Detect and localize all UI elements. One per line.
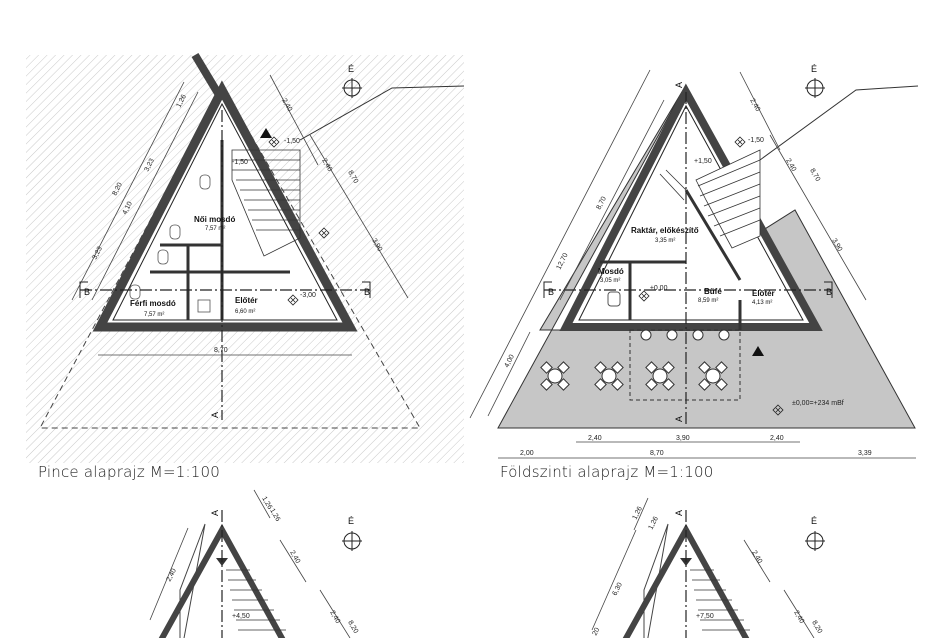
ground-dim-9: 3,90 (676, 435, 690, 442)
ground-room-storage-area: 3,35 m² (655, 238, 675, 244)
upper2-dim-4: 2,40 (750, 550, 763, 565)
ground-dim-2: 8,70 (596, 195, 608, 210)
ground-dim-6: 8,70 (808, 168, 821, 183)
ground-room-lobby-name: Előtér (752, 289, 775, 298)
ground-section-b-label-left: B (548, 287, 554, 297)
upper1-level-1: +4,50 (232, 613, 250, 620)
ground-partitions (600, 189, 742, 330)
ground-north-label: É (811, 64, 817, 74)
ground-terrace-furniture (540, 329, 741, 401)
ground-room-buffet-name: Büfé (704, 287, 722, 296)
ground-level-4: ±0,00=+234 mBf (792, 400, 844, 407)
basement-section-b-mark-left (79, 281, 88, 298)
basement-north-label: É (348, 64, 354, 74)
ground-stair (659, 149, 761, 249)
ground-level-marker-3 (734, 136, 746, 148)
upper2-dimension-lines (591, 497, 815, 638)
basement-stair (231, 149, 301, 257)
ground-section-b-mark-right (824, 281, 833, 298)
upper2-dim-1: 1,26 (632, 505, 644, 520)
upper1-section-a-label: A (210, 510, 220, 516)
upper1-dim-5: 2,40 (328, 610, 341, 625)
basement-level-1: -1,50 (284, 138, 300, 145)
basement-room-ladies-name: Női mosdó (194, 215, 235, 224)
basement-dim-10: 8,70 (214, 347, 228, 354)
basement-section-b-label-left: B (84, 287, 90, 297)
upper1-outer-wall (158, 523, 286, 638)
upper1-dim-6: 8,20 (346, 620, 359, 635)
upper2-dim-2: 1,26 (648, 515, 660, 530)
ground-room-lobby-area: 4,13 m² (752, 300, 772, 306)
ground-dim-8: 2,40 (588, 435, 602, 442)
ground-dim-1: 12,70 (556, 252, 570, 271)
basement-level-3: -3,00 (300, 292, 316, 299)
basement-room-ladies-area: 7,57 m² (205, 226, 225, 232)
upper2-level-1: +7,50 (696, 613, 714, 620)
basement-retaining-wall (191, 52, 226, 103)
basement-dimension-lines (71, 74, 409, 356)
ground-dim-12: 8,70 (650, 450, 664, 457)
basement-level-2: -1,50 (232, 159, 248, 166)
ground-north-arrow-icon (804, 77, 826, 99)
ground-level-3: ±0,00 (650, 285, 668, 292)
upper1-north-arrow-icon (341, 530, 363, 552)
ground-dim-5: 2,40 (784, 158, 797, 173)
ground-wc-fixture (607, 291, 621, 307)
ground-room-wc-name: Mosdó (598, 267, 624, 276)
upper1-dim-2: 1,26 (268, 508, 281, 523)
upper1-stair (226, 569, 286, 631)
ground-level-2: -1,50 (748, 137, 764, 144)
upper1-north-label: É (348, 516, 354, 526)
upper2-glass-outline (643, 523, 669, 638)
ground-dimension-lines (469, 69, 916, 459)
upper2-dim-3: 6,30 (612, 581, 624, 596)
basement-inner-wall (112, 102, 338, 321)
ground-dim-13: 3,39 (858, 450, 872, 457)
ground-dim-11: 2,00 (520, 450, 534, 457)
basement-room-lobby-area: 6,60 m² (235, 309, 255, 315)
upper1-dim-4: 2,40 (166, 567, 178, 582)
ground-level-1: +1,50 (694, 158, 712, 165)
ground-dim-3: 4,00 (504, 353, 516, 368)
basement-plan: B B A Női mosdó 7,57 m² Férfi mosdó 7,57… (26, 52, 465, 463)
basement-section-a-label: A (210, 412, 220, 418)
basement-section-b-mark-right (362, 281, 371, 298)
basement-room-mens-area: 7,57 m² (144, 312, 164, 318)
ground-section-b-mark-left (543, 281, 552, 298)
upper1-dimension-lines (149, 489, 351, 638)
ground-plan: B B A A Raktár, előkészítő 3,35 m² Mosdó… (469, 64, 919, 459)
ground-dim-10: 2,40 (770, 435, 784, 442)
ground-room-wc-area: 3,05 m² (600, 278, 620, 284)
ground-section-a-label-top: A (674, 82, 684, 88)
ground-entrance-triangle (752, 346, 764, 356)
ground-section-b-label-right: B (826, 287, 832, 297)
ground-section-a-label-bottom: A (674, 416, 684, 422)
basement-plan-title: Pince alaprajz M=1:100 (38, 463, 221, 481)
basement-room-mens-name: Férfi mosdó (130, 299, 176, 308)
upper2-north-label: É (811, 516, 817, 526)
ground-dim-7: 3,90 (830, 238, 843, 253)
basement-ground-outline (39, 83, 421, 429)
basement-entrance-triangle (260, 128, 272, 138)
ground-terrain-line (759, 85, 919, 161)
basement-room-lobby-name: Előtér (235, 296, 258, 305)
upper2-dim-5: 2,40 (792, 610, 805, 625)
ground-room-storage-name: Raktár, előkészítő (631, 226, 699, 235)
upper1-glass-outline (179, 523, 206, 638)
upper2-north-arrow-icon (804, 530, 826, 552)
upper2-dim-7: 20 (592, 627, 602, 637)
ground-dim-4: 2,40 (748, 98, 761, 113)
upper2-section-a-label: A (674, 510, 684, 516)
upper2-plan: A +7,50 1,26 1,26 6,30 2,40 2,40 8,20 20… (591, 497, 826, 638)
basement-fixtures (129, 174, 211, 313)
basement-terrain-line (299, 85, 465, 141)
upper2-outer-wall (622, 523, 750, 638)
ground-plan-title: Földszinti alaprajz M=1:100 (500, 463, 714, 481)
upper2-dim-6: 8,20 (810, 620, 823, 635)
ground-room-buffet-area: 8,59 m² (698, 298, 718, 304)
basement-section-b-label-right: B (364, 287, 370, 297)
upper1-plan: A +4,50 1,26 1,26 2,40 2,40 2,40 8,20 É (149, 489, 363, 638)
upper2-stair (690, 569, 750, 631)
